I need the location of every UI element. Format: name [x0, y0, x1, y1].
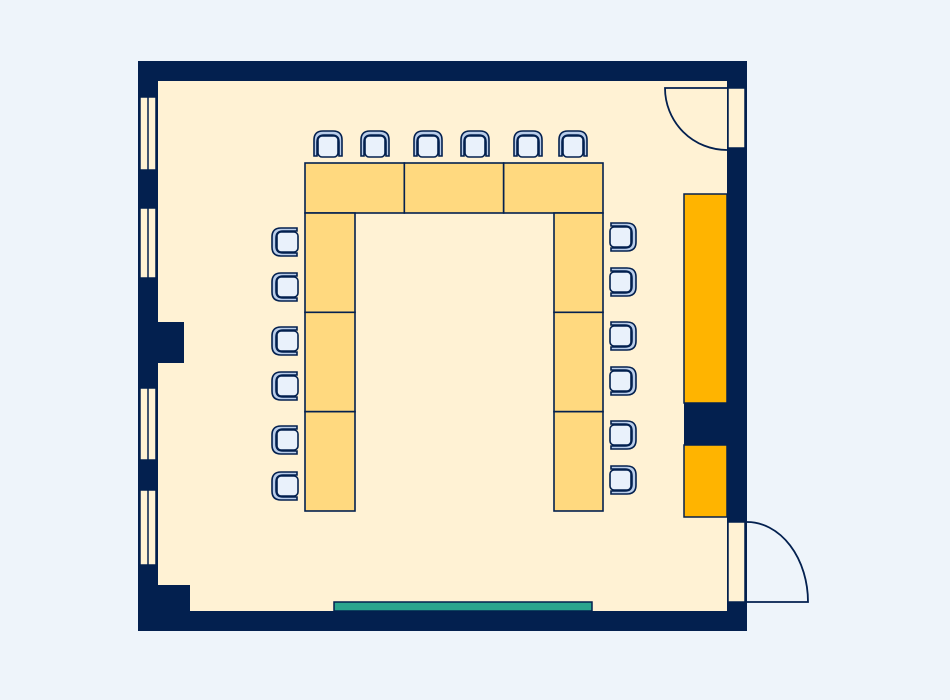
table-top: [403, 162, 505, 214]
u-shaped-table: [304, 162, 604, 512]
chair-top[interactable]: [413, 130, 443, 158]
cabinet: [683, 193, 728, 404]
chair-right[interactable]: [609, 267, 637, 297]
table-left: [304, 410, 356, 512]
table-right: [553, 311, 604, 413]
chair-top[interactable]: [460, 130, 490, 158]
chair-left[interactable]: [271, 272, 299, 302]
table-right: [553, 212, 604, 314]
table-left: [304, 212, 356, 314]
cabinet-dark-section: [684, 403, 728, 445]
door-swing-arc: [664, 87, 728, 151]
chair-top[interactable]: [360, 130, 390, 158]
chair-top[interactable]: [558, 130, 588, 158]
table-top: [304, 162, 406, 214]
chair-right[interactable]: [609, 222, 637, 252]
door-swing-arc: [746, 521, 809, 603]
table-right: [553, 410, 604, 512]
chair-top[interactable]: [313, 130, 343, 158]
chair-left[interactable]: [271, 471, 299, 501]
chair-top[interactable]: [513, 130, 543, 158]
wall-corner-pillar: [156, 585, 190, 613]
cabinet: [683, 444, 728, 518]
room-floor: [158, 81, 727, 611]
table-left: [304, 311, 356, 413]
screen-board: [333, 601, 593, 612]
chair-right[interactable]: [609, 366, 637, 396]
left-windows: [139, 96, 157, 566]
door-top-right[interactable]: [664, 87, 746, 151]
door-bottom-right[interactable]: [727, 521, 817, 612]
chair-left[interactable]: [271, 227, 299, 257]
chair-right[interactable]: [609, 321, 637, 351]
wall-pillar: [156, 322, 184, 363]
chair-left[interactable]: [271, 425, 299, 455]
chair-right[interactable]: [609, 465, 637, 495]
chair-left[interactable]: [271, 371, 299, 401]
chair-right[interactable]: [609, 420, 637, 450]
table-top: [502, 162, 604, 214]
chair-left[interactable]: [271, 326, 299, 356]
